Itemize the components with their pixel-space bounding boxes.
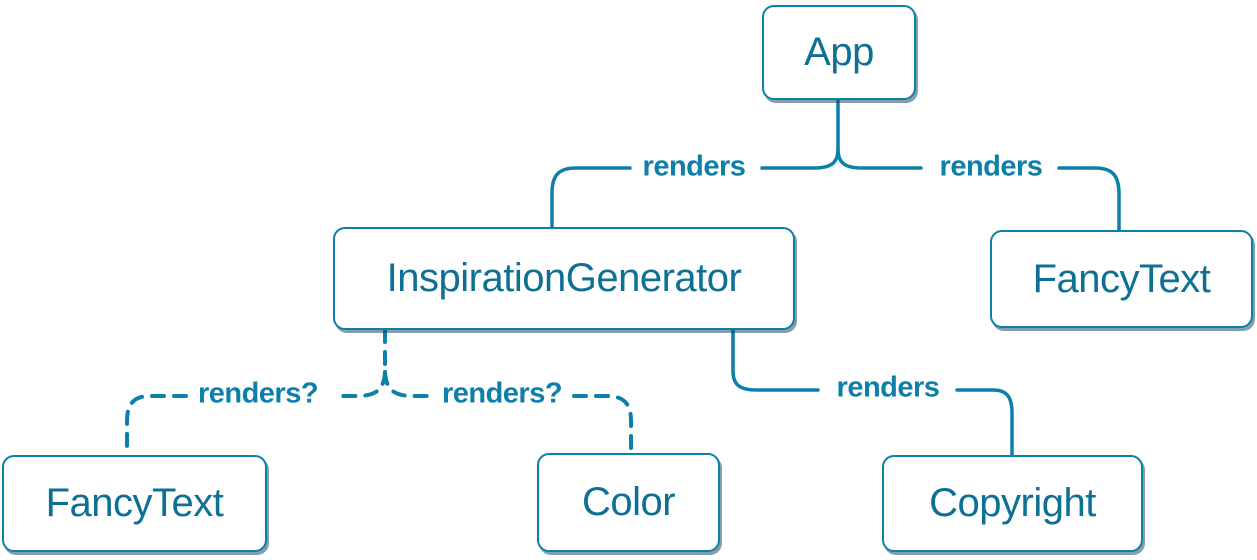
- edge-inspirationgenerator-copyright-line-left: [731, 328, 820, 392]
- node-app-label: App: [804, 30, 874, 74]
- node-inspiration-generator: InspirationGenerator: [333, 227, 795, 330]
- edge-inspirationgenerator-copyright-line-right: [955, 388, 1014, 457]
- edge-label-app-inspirationgenerator: renders: [636, 152, 752, 182]
- edge-app-fancytext-line-left: [836, 147, 923, 170]
- node-copyright-label: Copyright: [929, 481, 1096, 525]
- edge-inspirationgenerator-fancytext-line-right: [332, 370, 387, 398]
- edge-label-inspirationgenerator-color: renders?: [435, 379, 569, 409]
- edge-label-app-fancytext: renders: [933, 152, 1049, 182]
- node-color: Color: [537, 453, 720, 552]
- node-color-label: Color: [581, 480, 676, 524]
- edge-app-inspirationgenerator-line-left: [550, 166, 632, 229]
- node-fancy-text-top-label: FancyText: [1032, 256, 1211, 301]
- edge-inspirationgenerator-color-line-left: [383, 370, 431, 398]
- edge-app-inspirationgenerator-line-right: [760, 147, 840, 170]
- node-fancy-text-top: FancyText: [990, 230, 1253, 328]
- edge-label-inspirationgenerator-copyright: renders: [830, 373, 946, 403]
- node-copyright: Copyright: [882, 455, 1143, 552]
- node-app: App: [762, 5, 916, 100]
- node-fancy-text-bottom: FancyText: [2, 455, 267, 552]
- edge-inspirationgenerator-color-line-right: [572, 394, 633, 455]
- edge-app-fancytext-line-right: [1057, 166, 1121, 232]
- node-fancy-text-bottom-label: FancyText: [45, 481, 224, 525]
- node-inspiration-generator-label: InspirationGenerator: [386, 256, 742, 300]
- edge-inspirationgenerator-fancytext-line-left: [125, 394, 188, 457]
- edge-label-inspirationgenerator-fancytext: renders?: [191, 379, 325, 409]
